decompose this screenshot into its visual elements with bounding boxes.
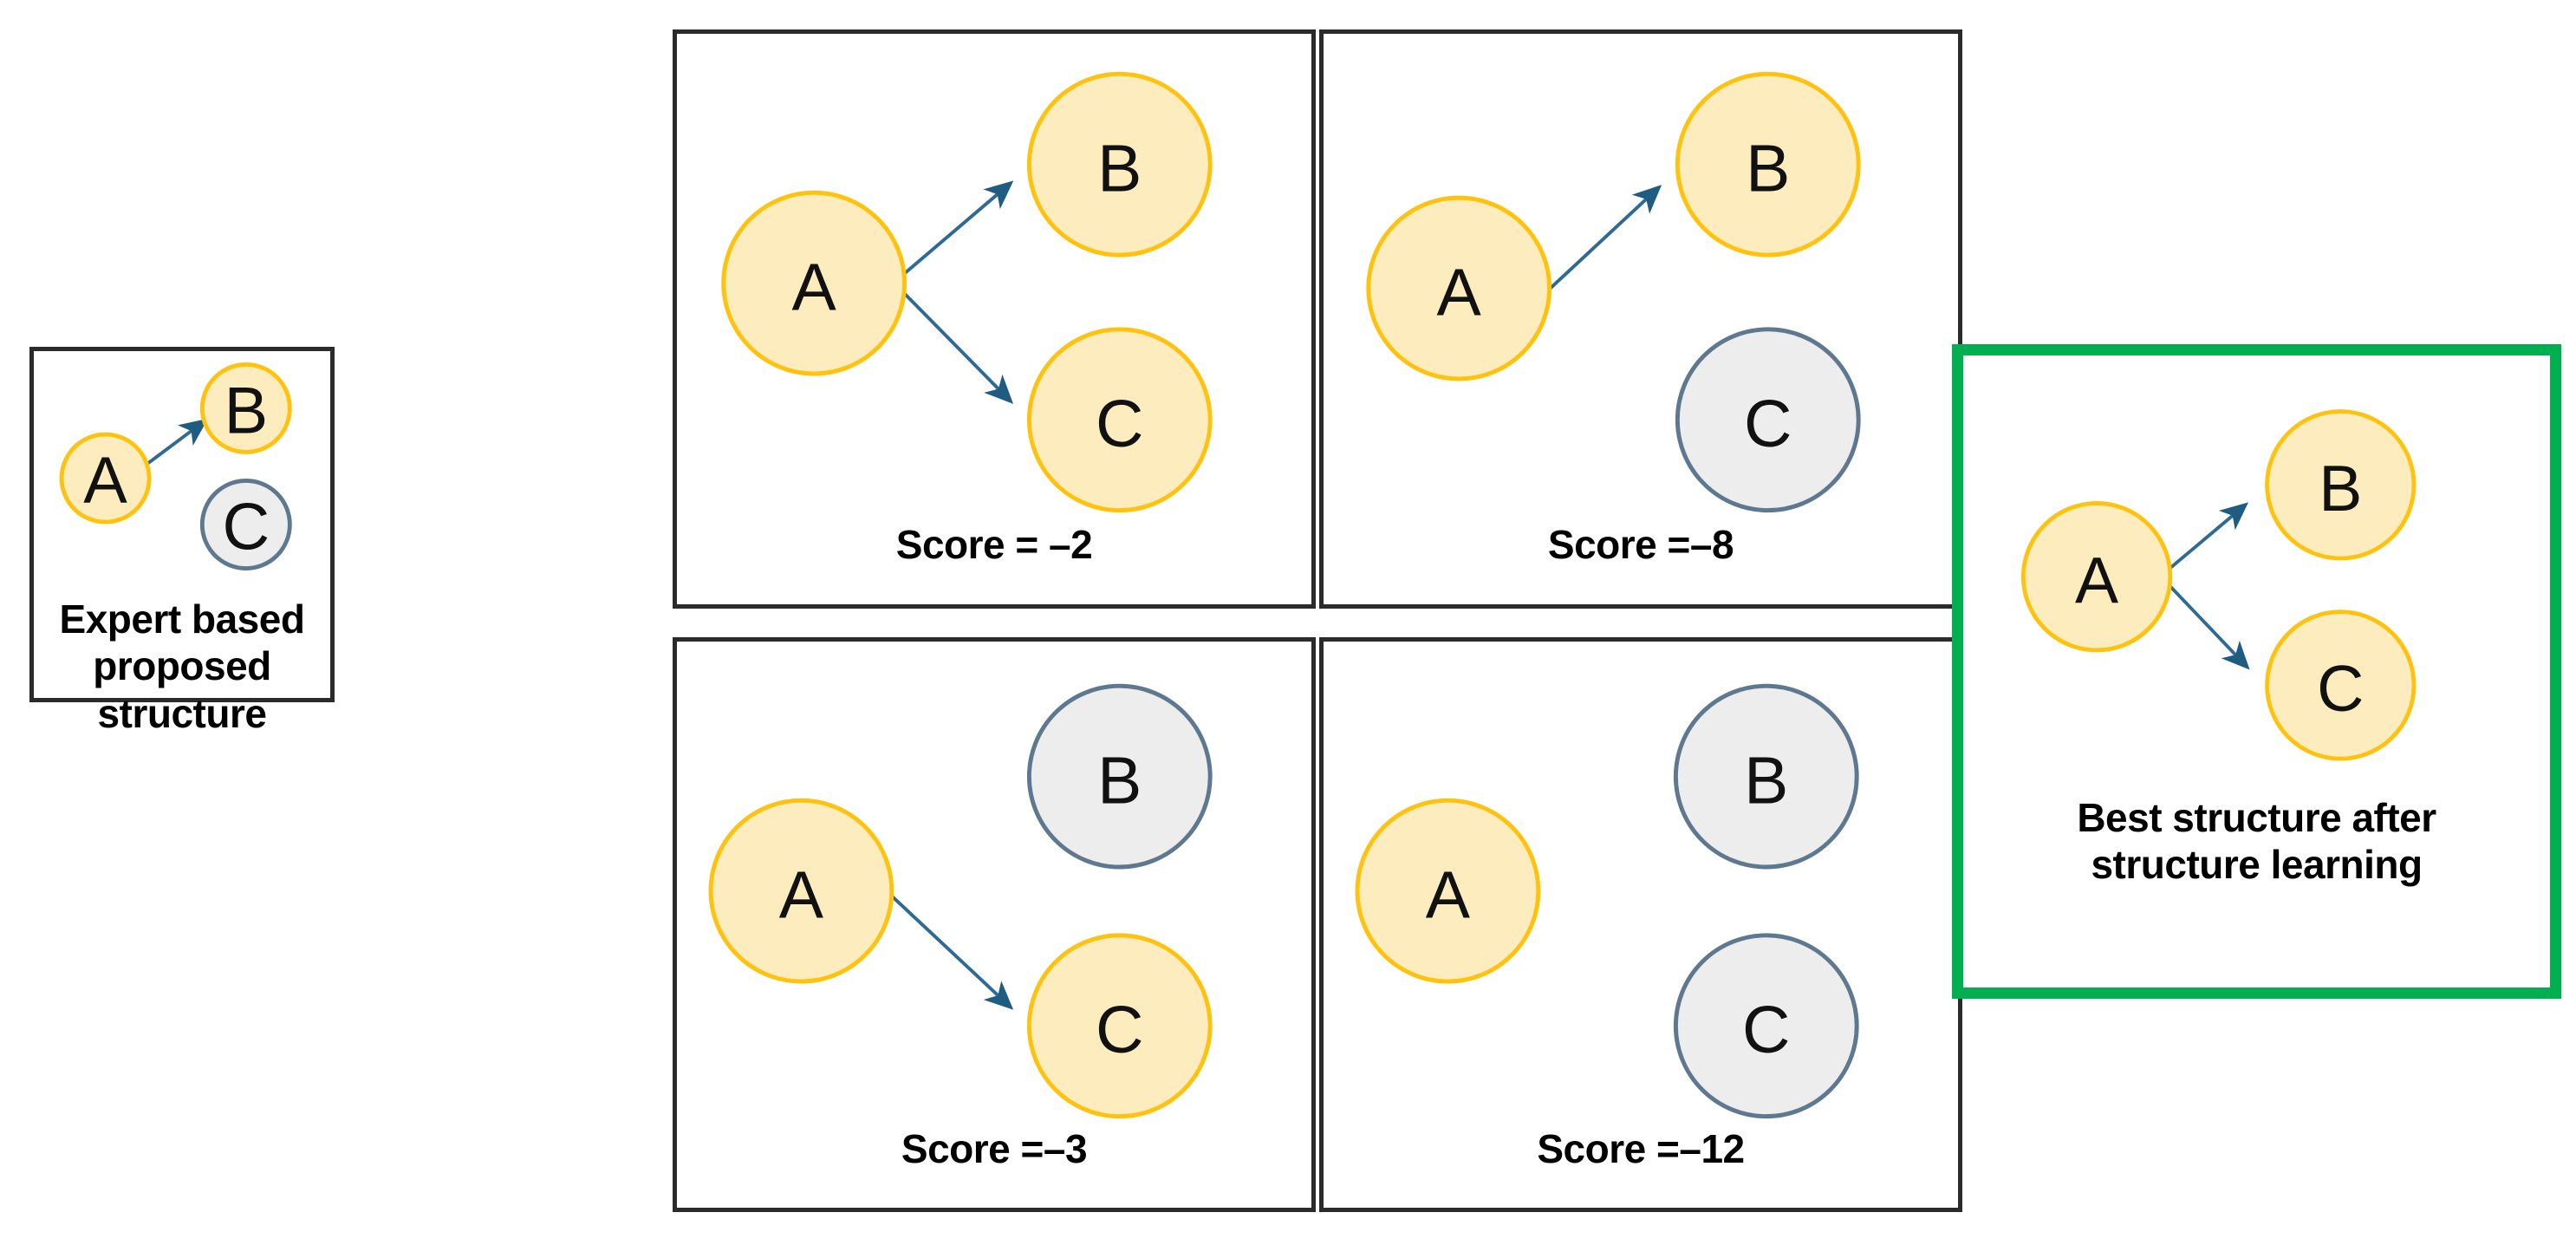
node-a-label: A bbox=[2075, 544, 2118, 616]
edge-a-to-c bbox=[889, 894, 1014, 1010]
panel-best-caption: Best structure after structure learning bbox=[2077, 795, 2436, 888]
node-c-label: C bbox=[2317, 652, 2364, 725]
node-a-label: A bbox=[1437, 255, 1482, 329]
expert-structure-graph: A B C bbox=[59, 362, 292, 570]
edge-a-to-c bbox=[2160, 576, 2250, 670]
edge-a-to-b bbox=[1549, 185, 1662, 290]
node-a bbox=[59, 432, 152, 525]
node-b bbox=[1026, 683, 1213, 870]
candidate-4-graph: A B C bbox=[1355, 683, 1859, 1119]
node-c-label: C bbox=[1096, 387, 1143, 461]
best-structure-graph: A B C bbox=[2020, 409, 2417, 761]
panel-candidate-3-score: Score =–3 bbox=[901, 1126, 1088, 1171]
node-b-label: B bbox=[224, 374, 269, 447]
node-b-label: B bbox=[1097, 132, 1142, 206]
node-c bbox=[1026, 327, 1213, 513]
edge-a-to-b bbox=[144, 418, 208, 467]
panel-candidate-1-score: Score = –2 bbox=[895, 522, 1093, 567]
panel-candidate-4: A B C Score =–12 bbox=[1319, 637, 1962, 1212]
panel-best-structure: A B C Best structure after structure lea… bbox=[1952, 344, 2561, 999]
node-a bbox=[708, 798, 894, 984]
node-b-label: B bbox=[1746, 132, 1790, 206]
node-a-label: A bbox=[779, 858, 824, 933]
edge-a-to-b bbox=[894, 180, 1014, 284]
node-b-label: B bbox=[1744, 744, 1788, 818]
panel-expert-caption: Expert based proposed structure bbox=[59, 596, 305, 736]
node-c bbox=[199, 479, 292, 570]
node-c-label: C bbox=[1096, 993, 1143, 1067]
candidate-3-graph: A B C bbox=[708, 683, 1213, 1119]
edge-a-to-c bbox=[894, 283, 1014, 404]
candidate-2-graph: A B C bbox=[1366, 71, 1861, 513]
node-c-label: C bbox=[1744, 387, 1792, 461]
panel-expert-structure: A B C Expert based proposed structure bbox=[29, 347, 335, 736]
candidate-1-graph: A B C bbox=[721, 71, 1213, 513]
node-c-label: C bbox=[1742, 993, 1790, 1067]
node-b bbox=[1026, 71, 1213, 257]
node-b bbox=[1675, 71, 1861, 257]
panel-candidate-3: A B C Score =–3 bbox=[673, 637, 1316, 1212]
node-c bbox=[2265, 609, 2417, 761]
node-b bbox=[199, 362, 292, 454]
node-c bbox=[1675, 327, 1861, 513]
node-a-label: A bbox=[1426, 858, 1471, 933]
node-a-label: A bbox=[792, 251, 837, 325]
node-b bbox=[2265, 409, 2417, 561]
panel-candidate-2-score: Score =–8 bbox=[1547, 522, 1734, 567]
edge-a-to-b bbox=[2160, 502, 2249, 577]
node-b-label: B bbox=[2319, 452, 2362, 525]
node-b bbox=[1673, 683, 1859, 870]
node-a-label: A bbox=[83, 444, 127, 518]
node-c bbox=[1026, 933, 1213, 1119]
node-a bbox=[1355, 798, 1541, 984]
node-a bbox=[2020, 501, 2173, 653]
node-a bbox=[721, 190, 907, 376]
node-a bbox=[1366, 195, 1552, 381]
panel-candidate-1: A B C Score = –2 bbox=[673, 29, 1316, 609]
node-c-label: C bbox=[222, 490, 270, 564]
panel-candidate-4-score: Score =–12 bbox=[1537, 1126, 1745, 1171]
panel-candidate-2: A B C Score =–8 bbox=[1319, 29, 1962, 609]
node-b-label: B bbox=[1097, 744, 1142, 818]
node-c bbox=[1673, 933, 1859, 1119]
